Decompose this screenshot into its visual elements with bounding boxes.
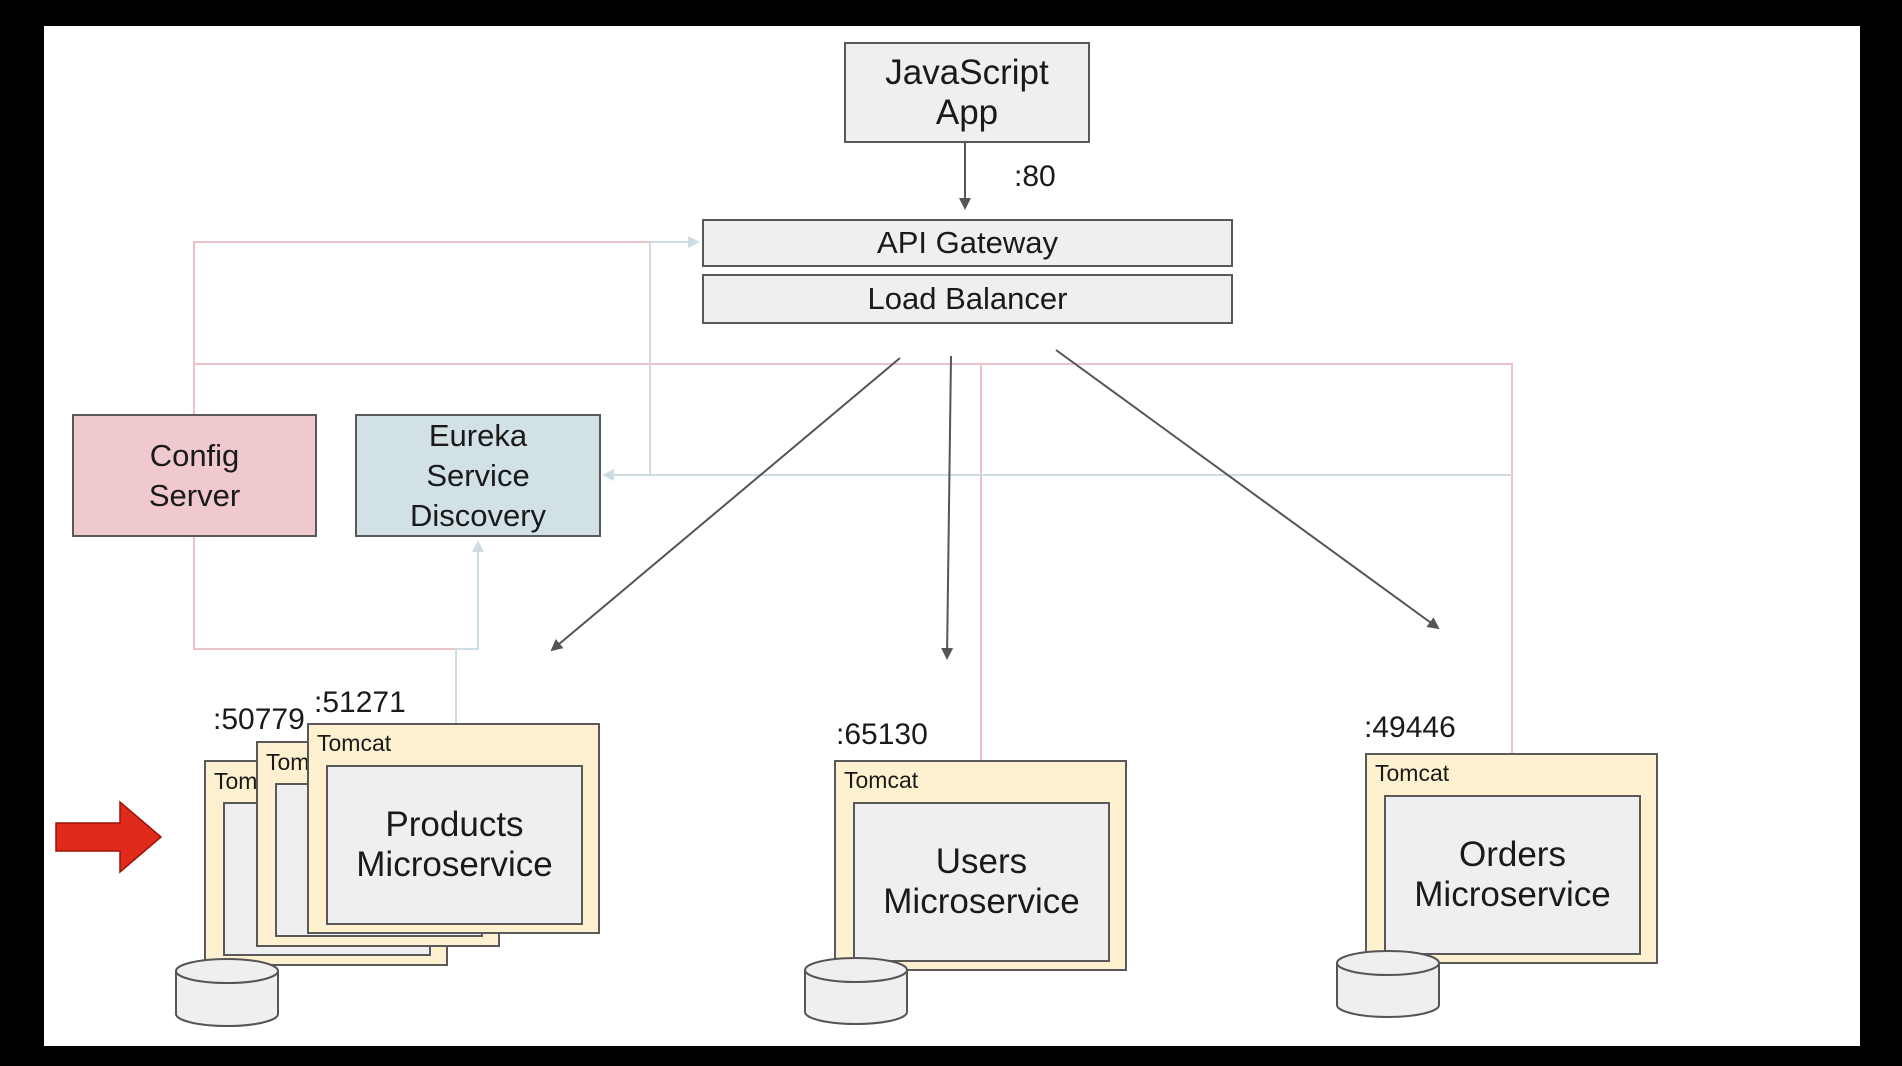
products-port-label-a: :50779 — [213, 703, 305, 736]
config-to-gateway-line — [193, 241, 694, 414]
request-arrows — [550, 143, 1440, 660]
config-to-products-line — [193, 536, 478, 650]
config-bus-line — [194, 363, 1513, 793]
users-microservice-box: Users Microservice — [853, 802, 1110, 962]
load-balancer-box: Load Balancer — [702, 274, 1233, 324]
database-layer — [175, 950, 1440, 1027]
products-microservice-box: Products Microservice — [326, 765, 583, 925]
eureka-to-gateway-line — [649, 236, 700, 475]
javascript-app-box: JavaScript App — [844, 42, 1090, 143]
lb-to-products-arrow — [550, 357, 901, 652]
config-server-box: Config Server — [72, 414, 317, 537]
tomcat-label: Tomcat — [844, 767, 919, 793]
database-cylinder-icon — [1336, 950, 1440, 1018]
lb-to-users-arrow — [941, 355, 954, 660]
database-cylinder-icon — [804, 957, 908, 1025]
tomcat-label: Tom — [266, 749, 310, 775]
users-port-label: :65130 — [836, 718, 928, 751]
tomcat-label: Tomcat — [1375, 760, 1450, 786]
database-cylinder-icon — [175, 958, 279, 1027]
api-gateway-box: API Gateway — [702, 219, 1233, 267]
connector-layer — [55, 143, 1513, 874]
products-to-eureka-line — [455, 540, 484, 764]
lb-to-orders-arrow — [1055, 349, 1440, 630]
eureka-service-discovery-box: Eureka Service Discovery — [355, 414, 601, 537]
red-right-arrow-icon — [55, 800, 163, 874]
config-lines — [193, 241, 1513, 800]
tomcat-label: Tom — [214, 768, 258, 794]
eureka-lines — [455, 236, 1512, 764]
orders-tomcat-container: Tomcat Orders Microservice — [1365, 753, 1658, 964]
users-tomcat-container: Tomcat Users Microservice — [834, 760, 1127, 971]
orders-port-label: :49446 — [1364, 711, 1456, 744]
orders-microservice-box: Orders Microservice — [1384, 795, 1641, 955]
products-port-label-b: :51271 — [314, 686, 406, 719]
gateway-port-label: :80 — [1014, 160, 1056, 193]
architecture-diagram: JavaScript App :80 API Gateway Load Bala… — [44, 26, 1860, 1046]
products-tomcat-instance-front: Tomcat Products Microservice — [307, 723, 600, 934]
tomcat-label: Tomcat — [317, 730, 392, 756]
